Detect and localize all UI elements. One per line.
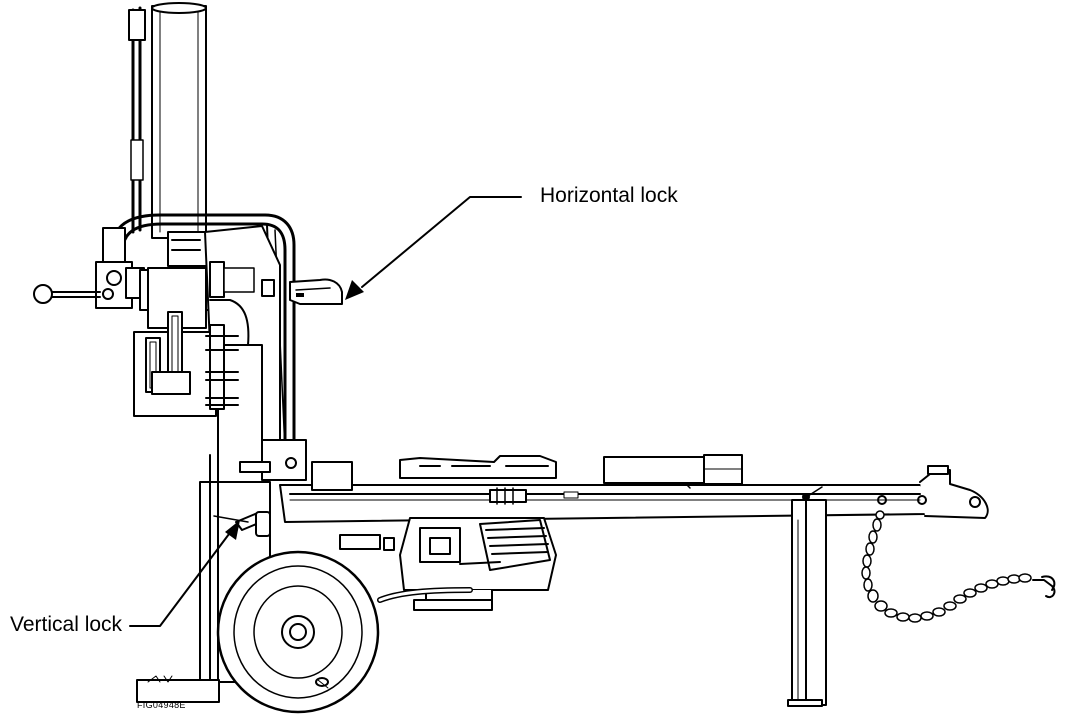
tow-hitch <box>878 466 988 518</box>
support-leg <box>788 500 826 706</box>
safety-chain <box>862 511 1054 622</box>
horizontal-lock <box>262 280 342 305</box>
pivot-bracket <box>240 440 306 480</box>
fender <box>380 590 470 600</box>
vertical-lock <box>214 512 270 536</box>
hydraulic-cylinder <box>129 3 206 238</box>
engine <box>312 456 556 610</box>
main-beam <box>280 483 935 522</box>
wedge-plate <box>134 312 238 462</box>
callout-leaders <box>130 197 521 626</box>
horizontal-lock-leader <box>362 197 521 287</box>
vertical-lock-leader <box>130 530 232 626</box>
log-tray <box>604 455 742 484</box>
vertical-lock-label: Vertical lock <box>10 613 123 636</box>
horizontal-lock-label: Horizontal lock <box>540 184 678 207</box>
figure-code: FIG04948E <box>137 700 186 710</box>
horizontal-lock-arrowhead <box>345 280 364 300</box>
control-lever <box>34 285 100 303</box>
wheel <box>218 552 378 712</box>
vertical-lock-arrowhead <box>225 520 240 540</box>
